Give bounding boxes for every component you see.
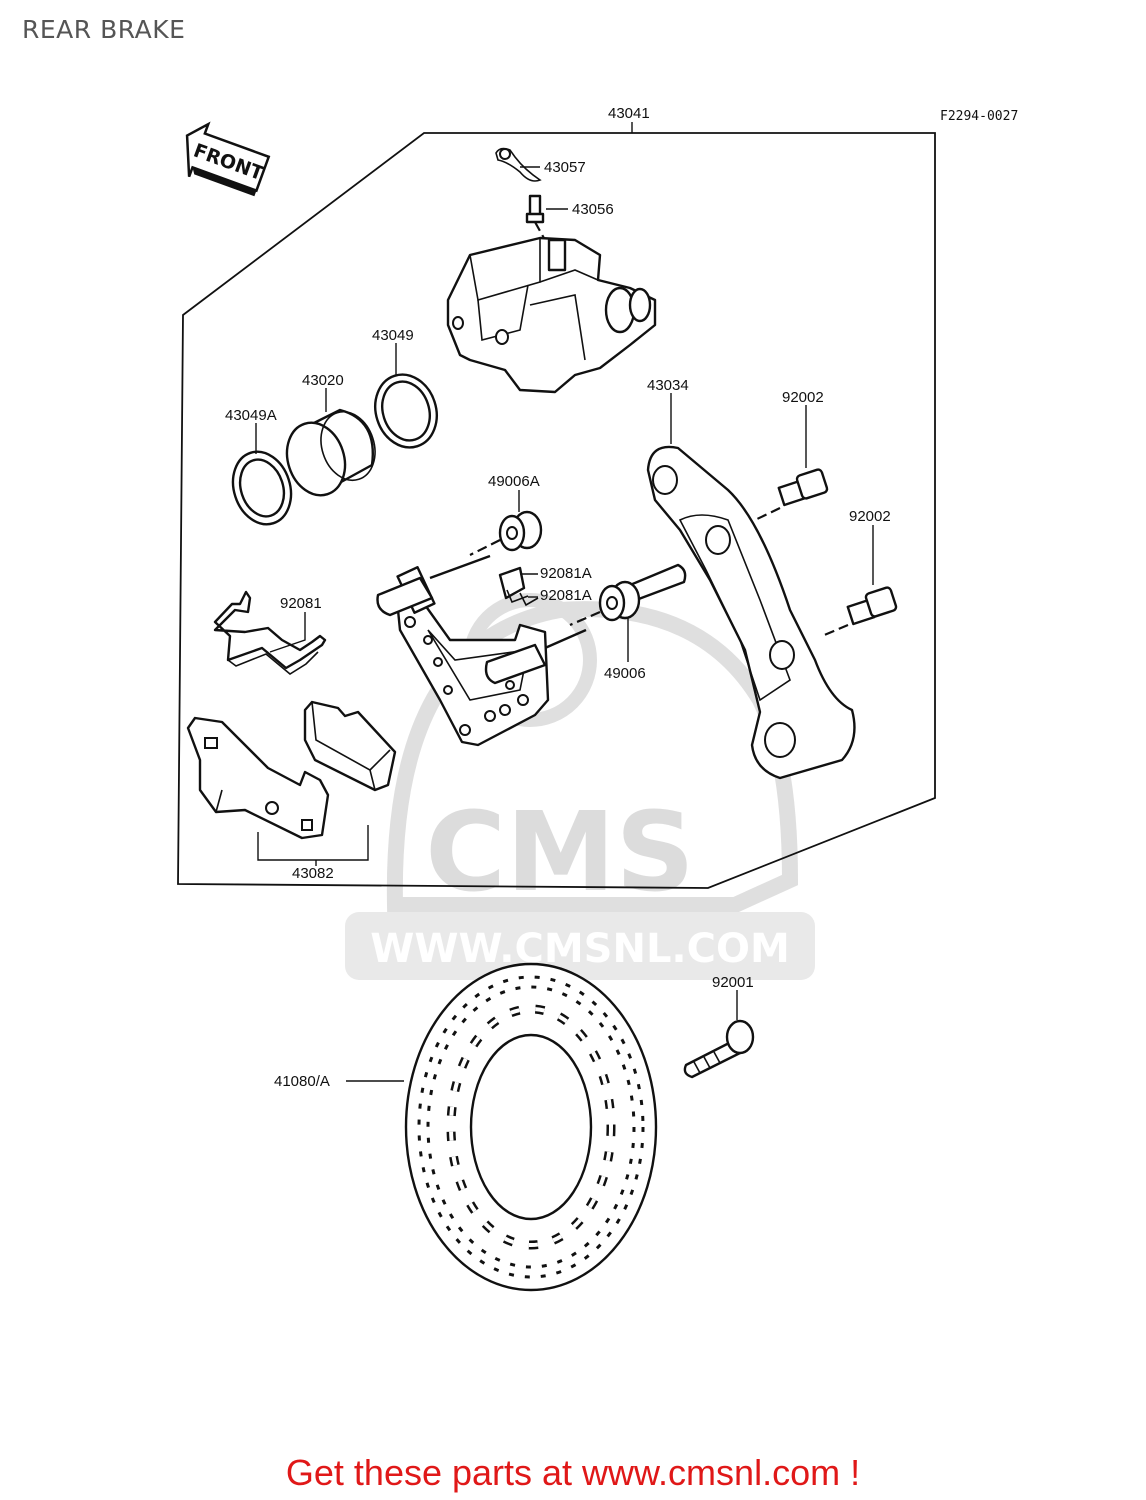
caliper-body-part — [446, 236, 657, 394]
disc-bolt-92001-part — [683, 1019, 755, 1079]
label-43082: 43082 — [292, 865, 334, 882]
label-43034: 43034 — [647, 377, 689, 394]
part-labels: 43041 43057 43056 43049 43020 43049A 430… — [225, 105, 891, 1090]
piston-seal-part — [374, 373, 438, 449]
label-49006A: 49006A — [488, 473, 540, 490]
caliper-assembly-outline — [177, 132, 936, 889]
brake-disc-part — [404, 962, 658, 1292]
bolt-92002-upper — [754, 468, 829, 521]
pad-clip-92081A-part — [498, 566, 539, 607]
bleeder-valve-part — [525, 194, 546, 241]
watermark-logo-text: CMS — [425, 788, 694, 916]
slide-pin-part — [569, 563, 687, 627]
leader-lines — [255, 122, 874, 1082]
caliper-bracket-part — [376, 554, 587, 747]
bolt-92002-lower — [821, 586, 898, 638]
brake-pad-right-part — [303, 700, 397, 792]
label-92081: 92081 — [280, 595, 322, 612]
brake-pad-left-part — [186, 716, 330, 840]
label-43041: 43041 — [608, 105, 650, 122]
figure-reference: F2294-0027 — [940, 109, 1019, 124]
label-43057: 43057 — [544, 159, 586, 176]
dust-seal-part — [231, 450, 293, 526]
label-43056: 43056 — [572, 201, 614, 218]
label-92001: 92001 — [712, 974, 754, 991]
page-title: REAR BRAKE — [22, 15, 186, 44]
bushing-49006A-part — [469, 510, 543, 556]
label-49006: 49006 — [604, 665, 646, 682]
watermark-url-text: WWW.CMSNL.COM — [370, 926, 790, 972]
front-arrow-icon: FRONT — [185, 121, 271, 197]
bleeder-cap-part — [495, 147, 542, 182]
label-92002-lower: 92002 — [849, 508, 891, 525]
piston-part — [285, 408, 376, 497]
label-92081A-upper: 92081A — [540, 565, 592, 582]
footer-promo-text: Get these parts at www.cmsnl.com ! — [285, 1452, 861, 1493]
label-92081A-lower: 92081A — [540, 587, 592, 604]
label-43020: 43020 — [302, 372, 344, 389]
label-92002-upper: 92002 — [782, 389, 824, 406]
label-41080A: 41080/A — [274, 1073, 330, 1090]
label-43049: 43049 — [372, 327, 414, 344]
torque-link-part — [646, 445, 856, 780]
label-43049A: 43049A — [225, 407, 277, 424]
